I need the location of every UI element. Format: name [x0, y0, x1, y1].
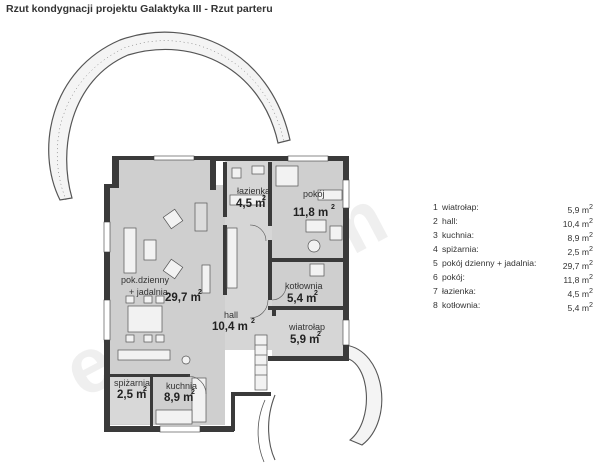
room-area-sup: 2: [251, 318, 255, 325]
legend-row: 5 pokój dzienny + jadalnia: 29,7 m2: [433, 258, 593, 272]
wardrobe: [317, 189, 343, 201]
legend-num: 8: [433, 300, 438, 311]
fireplace: [194, 202, 208, 232]
floor-plan: extradom: [48, 31, 400, 463]
room-area-wiatrolap: 5,9 m: [290, 334, 319, 346]
coffee-table: [143, 239, 157, 261]
legend-name: łazienka:: [442, 286, 476, 297]
room-area-hall: 10,4 m: [212, 321, 248, 333]
legend-row: 8 kotłownia: 5,4 m2: [433, 300, 593, 314]
plan-title: Rzut kondygnacji projektu Galaktyka III …: [6, 3, 273, 15]
room-area-sup: 2: [314, 290, 318, 297]
shelf: [329, 225, 343, 241]
boiler: [309, 263, 325, 277]
room-area-sup: 2: [262, 195, 266, 202]
curved-terrace: [48, 31, 291, 201]
legend-num: 2: [433, 216, 438, 227]
shower: [229, 194, 265, 206]
room-area-sup: 2: [317, 331, 321, 338]
legend-sup: 2: [589, 259, 593, 268]
legend-row: 4 spiżarnia: 2,5 m2: [433, 244, 593, 258]
room-area-kuchnia: 8,9 m: [164, 392, 193, 404]
entrance-porch: [257, 344, 383, 463]
armchair: [162, 258, 184, 280]
legend-area: 8,9 m: [567, 232, 590, 243]
legend-name: kuchnia:: [442, 230, 475, 241]
legend-area: 29,7 m: [562, 261, 590, 272]
legend-sup: 2: [589, 245, 593, 254]
legend-area: 11,8 m: [563, 275, 590, 286]
room-name-spizarnia: spiżarnia: [114, 378, 150, 388]
room-name-wiatrolap: wiatrołap: [288, 322, 325, 332]
room-area-sup: 2: [198, 289, 202, 296]
desk: [305, 219, 327, 233]
windows: [103, 155, 350, 433]
room-area-pokoj: 11,8 m: [293, 207, 328, 219]
legend-num: 1: [433, 202, 438, 212]
room-area-kotlownia: 5,4 m: [287, 293, 316, 305]
room-area-spizarnia: 2,5 m: [117, 389, 146, 401]
legend-num: 3: [433, 230, 438, 241]
room-area-lazienka: 4,5 m: [236, 198, 265, 210]
legend-name: wiatrołap:: [442, 202, 479, 212]
legend-name: pokój:: [442, 272, 465, 283]
kitchen-counter-side: [191, 377, 207, 423]
room-labels: pok.dzienny + jadalnia 29,7 m 2 hall 10,…: [114, 186, 335, 404]
legend-name: pokój dzienny + jadalnia:: [442, 258, 537, 269]
legend-area: 10,4 m: [562, 218, 590, 229]
kitchen-counter: [117, 349, 171, 361]
legend-area: 5,9 m: [567, 204, 590, 215]
legend-num: 6: [433, 272, 438, 283]
legend-row: 3 kuchnia: 8,9 m2: [433, 230, 593, 244]
legend-num: 5: [433, 258, 438, 269]
legend-name: hall:: [442, 216, 458, 227]
legend-sup: 2: [589, 301, 593, 310]
room-area-sup: 2: [331, 204, 335, 211]
dining-table: [127, 305, 163, 333]
legend-row: 7 łazienka: 4,5 m2: [433, 286, 593, 300]
kitchen-counter-bottom: [155, 409, 193, 425]
legend-num: 7: [433, 286, 438, 297]
legend-sup: 2: [589, 273, 593, 282]
legend-name: kotłownia:: [442, 300, 481, 311]
legend-sup: 2: [589, 231, 593, 240]
stairs: [254, 334, 268, 391]
bed: [275, 165, 299, 187]
legend-row: 6 pokój: 11,8 m2: [433, 272, 593, 286]
chair: [307, 239, 321, 253]
room-name-pokoj-dzienny: pok.dzienny: [121, 275, 170, 285]
doors: [187, 224, 287, 395]
room-name-pokoj: pokój: [303, 189, 325, 199]
room-area-sup: 2: [143, 386, 147, 393]
legend-sup: 2: [589, 203, 593, 211]
sofa: [123, 227, 137, 274]
stair-block: [226, 227, 238, 289]
room-area-sup: 2: [191, 389, 195, 396]
legend-num: 4: [433, 244, 438, 255]
room-area-pokoj-dzienny: 29,7 m: [165, 292, 201, 304]
room-name-hall: hall: [224, 310, 238, 320]
legend-sup: 2: [589, 217, 593, 226]
sink: [251, 165, 265, 175]
room-name-kotlownia: kotłownia: [285, 281, 323, 291]
legend-area: 4,5 m: [567, 289, 590, 300]
tv-unit: [201, 264, 211, 294]
legend-area: 5,4 m: [567, 303, 590, 314]
legend-sup: 2: [589, 287, 593, 296]
legend-name: spiżarnia:: [442, 244, 479, 255]
room-name-lazienka: łazienka: [237, 186, 270, 196]
toilet: [231, 167, 242, 179]
room-name-pokoj-dzienny-2: + jadalnia: [129, 287, 168, 297]
furniture: [117, 165, 343, 425]
legend-area: 2,5 m: [567, 247, 590, 258]
armchair: [162, 208, 184, 230]
room-name-kuchnia: kuchnia: [166, 381, 197, 391]
legend-row: 1 wiatrołap: 5,9 m2: [433, 202, 593, 216]
